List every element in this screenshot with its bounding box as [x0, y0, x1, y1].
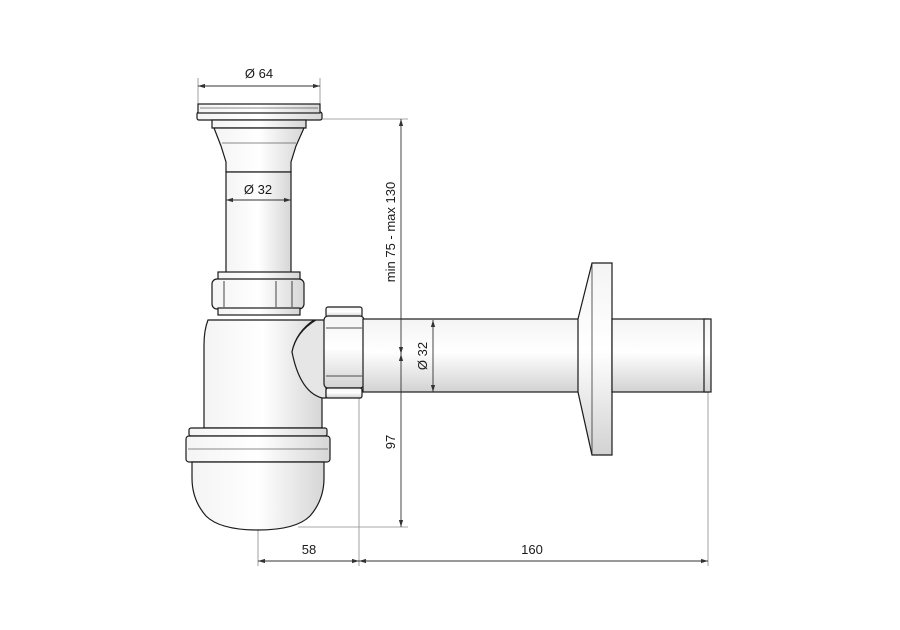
flange-diameter-label: Ø 64: [245, 66, 273, 81]
outlet-height-label: 97: [383, 435, 398, 449]
height-range-label: min 75 - max 130: [383, 182, 398, 282]
outlet-assembly: [323, 262, 712, 456]
trap-offset-label: 58: [302, 542, 316, 557]
inlet-assembly: [196, 103, 323, 316]
outlet-length-label: 160: [521, 542, 543, 557]
outlet-diameter-label: Ø 32: [415, 342, 430, 370]
dimension-lines: [198, 83, 708, 564]
trap-body: [185, 319, 331, 531]
pipe-diameter-label: Ø 32: [244, 182, 272, 197]
